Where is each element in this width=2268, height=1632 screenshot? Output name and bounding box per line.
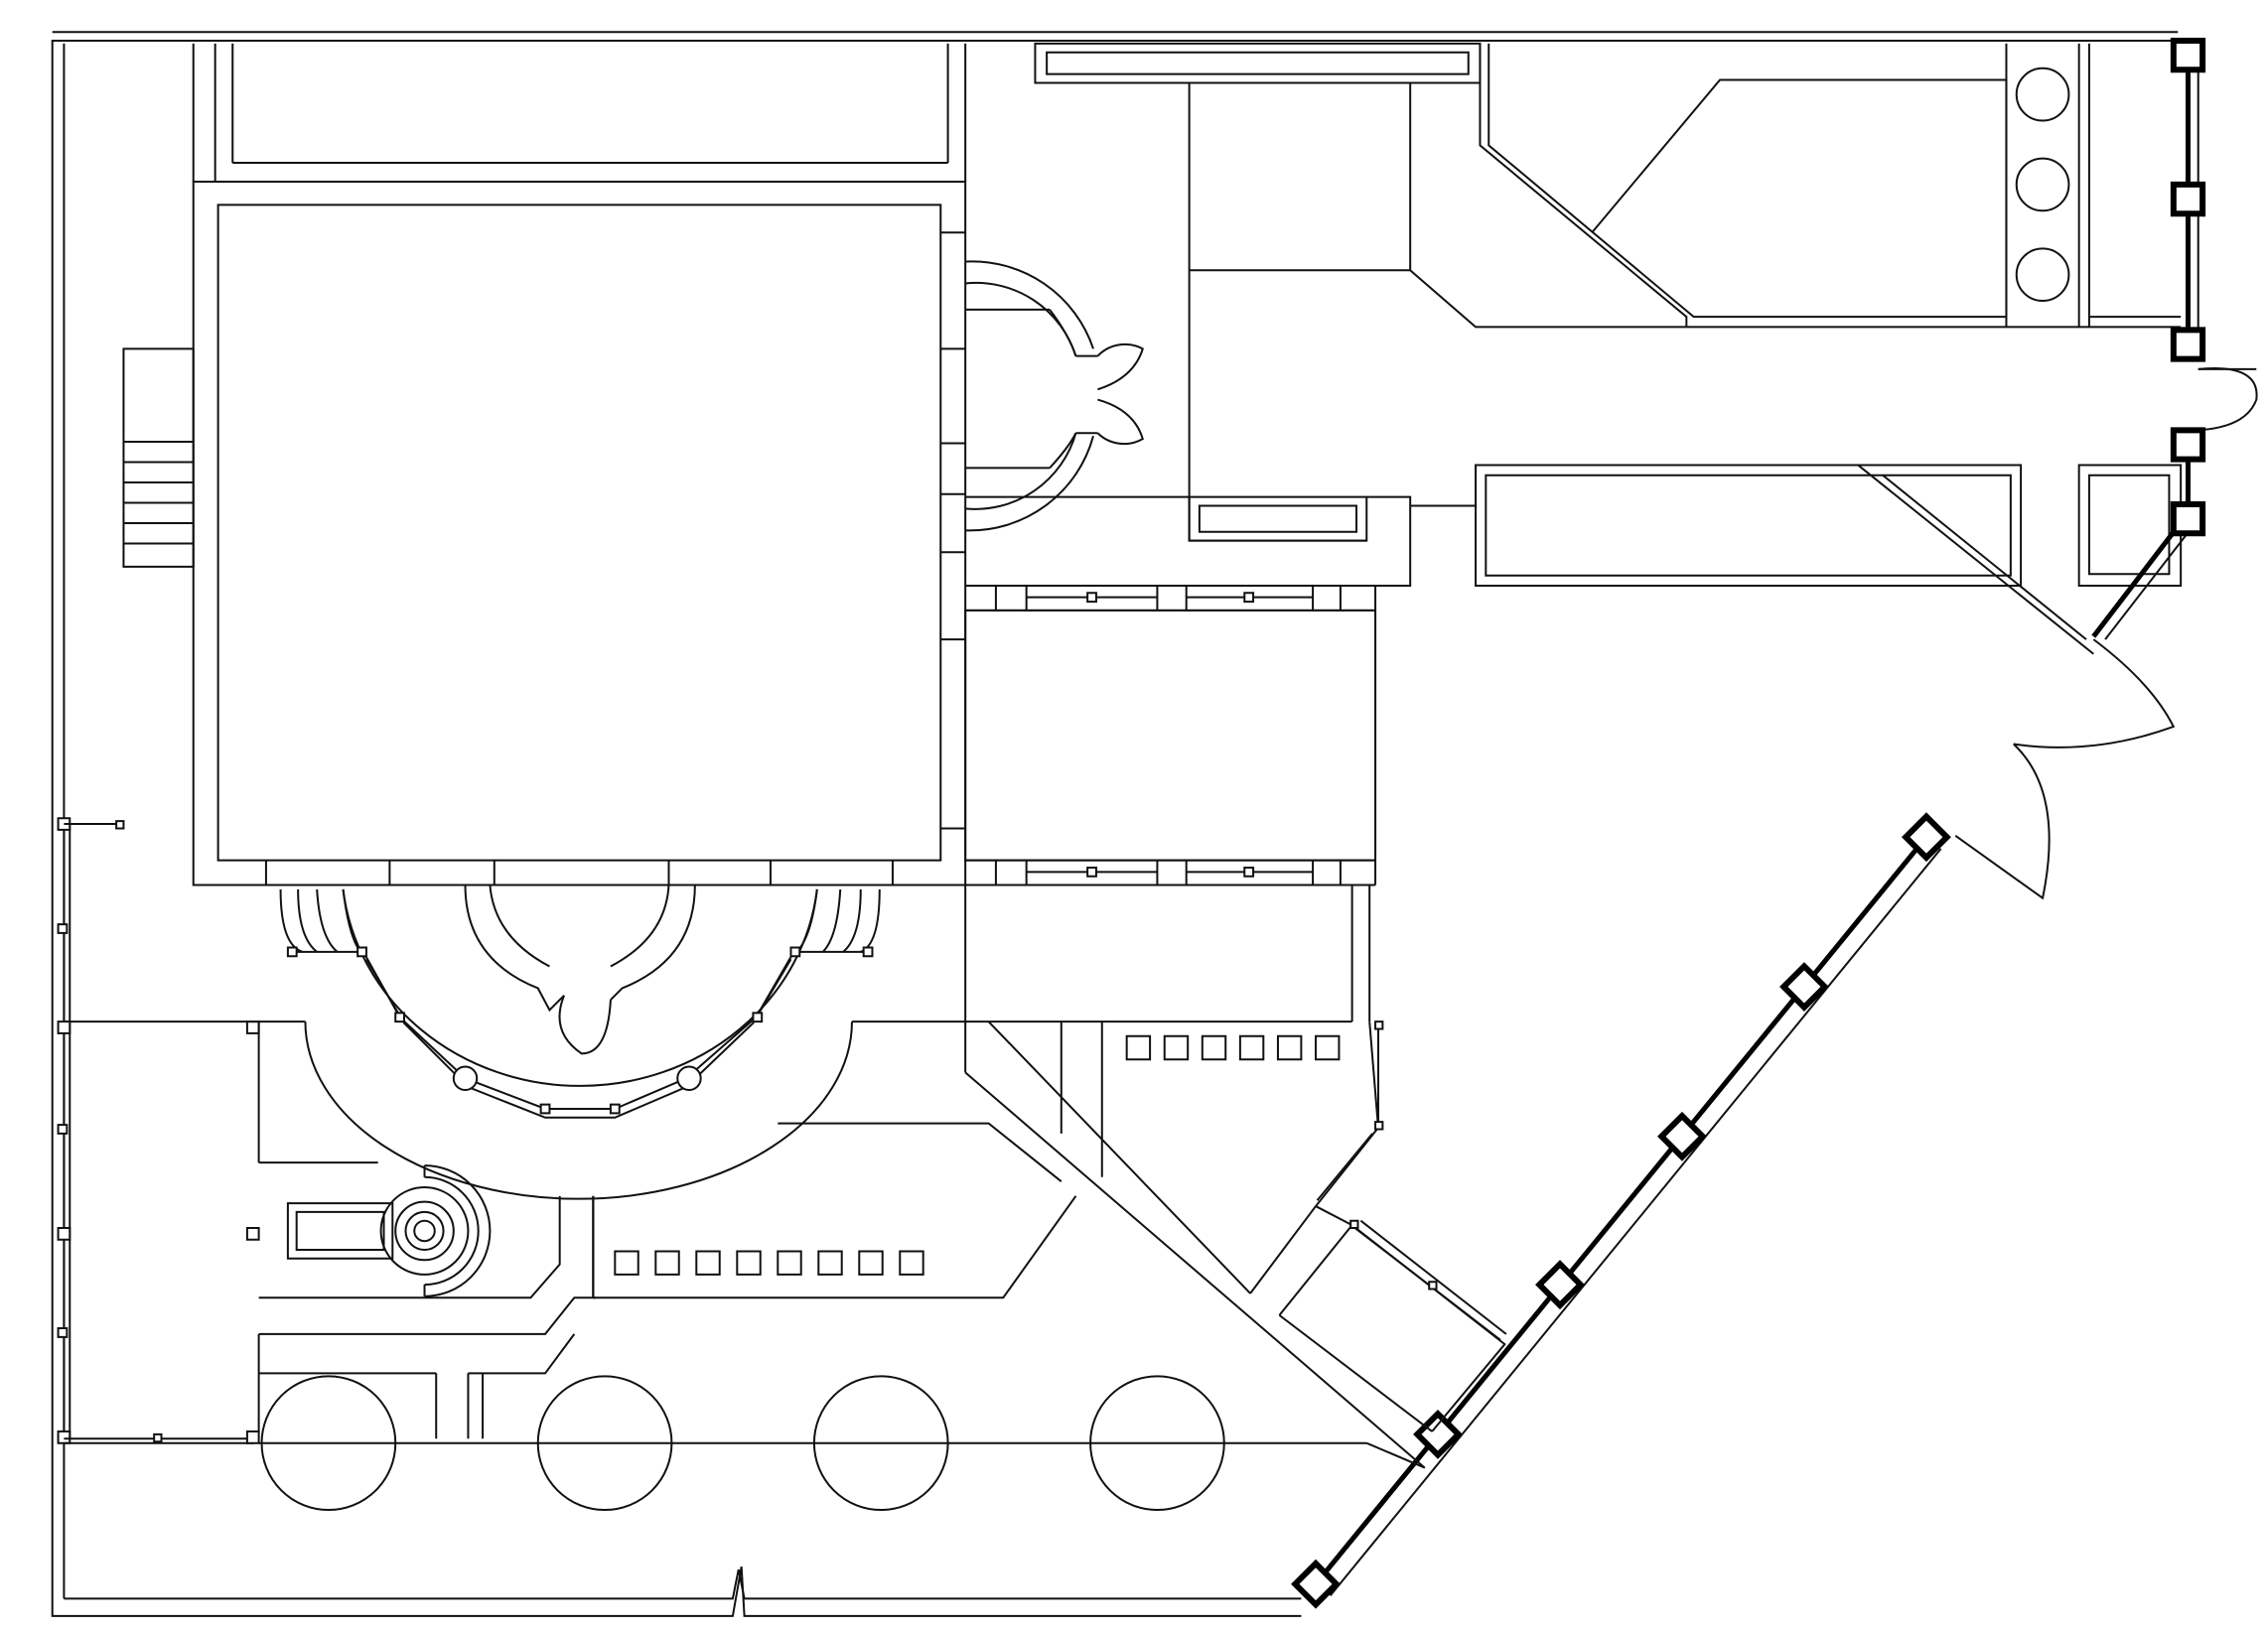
round-fixtures-right (2017, 68, 2069, 301)
main-hall (194, 182, 965, 885)
diagonal-walkway (965, 1021, 1425, 1467)
window-strip-lower (965, 861, 1375, 885)
vestibule (1279, 1206, 1505, 1431)
lower-corridors (259, 1124, 1367, 1443)
right-columns (2174, 41, 2202, 533)
reception-desk (247, 1165, 491, 1296)
service-rooms (965, 44, 1686, 586)
window-strip-upper (965, 586, 1375, 611)
round-tables (262, 1376, 1224, 1510)
stairs (123, 348, 193, 567)
right-entrance-door (2198, 368, 2257, 430)
stage-arc (288, 889, 873, 1118)
diagonal-entrance-door (1955, 639, 2174, 898)
site-boundary (53, 32, 2179, 1616)
diagonal-facade (1316, 837, 1941, 1595)
top-right-room (1488, 44, 2181, 327)
courtyard (965, 611, 1375, 861)
left-rail (59, 818, 259, 1442)
mid-right-room (1476, 465, 2181, 653)
misc-lines (965, 586, 1425, 1468)
central-apse (466, 885, 695, 1054)
east-bay (965, 261, 1143, 530)
seat-row-lower (615, 1251, 922, 1274)
foyer-corridor (64, 885, 1369, 1199)
top-strip (194, 44, 965, 182)
stage-steps (281, 889, 880, 952)
seat-row-upper (1127, 1036, 1340, 1059)
facade-columns (1295, 817, 1946, 1605)
